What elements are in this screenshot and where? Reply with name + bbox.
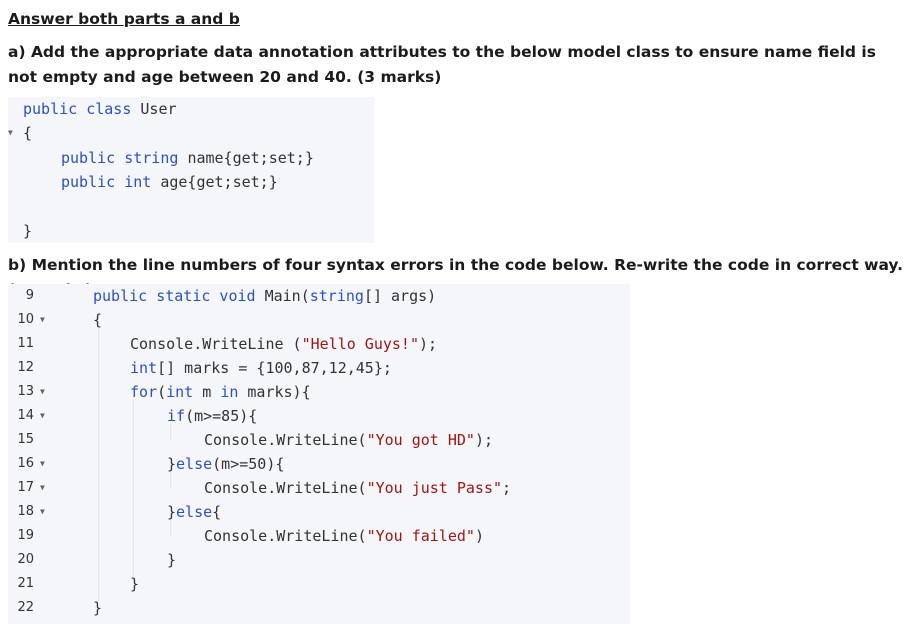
code-line: if(m>=85){ bbox=[167, 407, 258, 425]
code-line: }else{ bbox=[167, 503, 222, 521]
line-number: 22 bbox=[17, 600, 34, 615]
line-number: 15 bbox=[17, 432, 34, 447]
question-a: a) Add the appropriate data annotation a… bbox=[8, 43, 876, 86]
code-line: Console.WriteLine ("Hello Guys!"); bbox=[130, 335, 438, 353]
fold-arrow-icon[interactable]: ▼ bbox=[40, 387, 45, 396]
indent-guide bbox=[133, 400, 134, 576]
line-number: 18 bbox=[17, 504, 34, 519]
line-number: 16 bbox=[17, 456, 34, 471]
code-line: { bbox=[23, 124, 33, 142]
code-block-a: public class User ▼ { public string name… bbox=[8, 97, 374, 243]
code-line: public string name{get;set;} bbox=[61, 149, 314, 167]
code-line: } bbox=[167, 551, 177, 569]
line-number: 17 bbox=[17, 480, 34, 495]
code-line: } bbox=[130, 575, 140, 593]
code-line: public int age{get;set;} bbox=[61, 173, 278, 191]
indent-guide bbox=[170, 424, 171, 440]
code-line: }else(m>=50){ bbox=[167, 455, 285, 473]
fold-arrow-icon[interactable]: ▼ bbox=[40, 411, 45, 420]
line-number: 14 bbox=[17, 408, 34, 423]
code-line: } bbox=[93, 599, 103, 617]
code-line: } bbox=[23, 222, 33, 240]
line-number: 12 bbox=[17, 360, 34, 375]
fold-arrow-icon[interactable]: ▼ bbox=[40, 483, 45, 492]
code-line: public static void Main(string[] args) bbox=[93, 287, 437, 305]
line-number: 10 bbox=[17, 312, 34, 327]
line-number: 20 bbox=[17, 552, 34, 567]
code-line: Console.WriteLine("You just Pass"; bbox=[204, 479, 512, 497]
fold-arrow-icon[interactable]: ▼ bbox=[40, 315, 45, 324]
line-number: 9 bbox=[25, 288, 34, 303]
fold-arrow-icon[interactable]: ▼ bbox=[8, 128, 13, 137]
code-line: Console.WriteLine("You failed") bbox=[204, 527, 484, 545]
line-number: 13 bbox=[17, 384, 34, 399]
code-line: for(int m in marks){ bbox=[130, 383, 311, 401]
line-number: 11 bbox=[17, 336, 34, 351]
line-number: 21 bbox=[17, 576, 34, 591]
code-block-b: 9 10 ▼ 11 12 13 ▼ 14 ▼ 15 16 ▼ 17 ▼ 18 ▼… bbox=[8, 284, 630, 624]
fold-arrow-icon[interactable]: ▼ bbox=[40, 507, 45, 516]
code-line: public class User bbox=[23, 100, 177, 118]
code-line: { bbox=[93, 311, 103, 329]
code-line: int[] marks = {100,87,12,45}; bbox=[130, 359, 392, 377]
indent-guide bbox=[170, 472, 171, 488]
line-number: 19 bbox=[17, 528, 34, 543]
fold-arrow-icon[interactable]: ▼ bbox=[40, 459, 45, 468]
code-line: Console.WriteLine("You got HD"); bbox=[204, 431, 493, 449]
indent-guide bbox=[98, 328, 99, 600]
assignment-title: Answer both parts a and b bbox=[8, 10, 240, 28]
indent-guide bbox=[170, 520, 171, 536]
